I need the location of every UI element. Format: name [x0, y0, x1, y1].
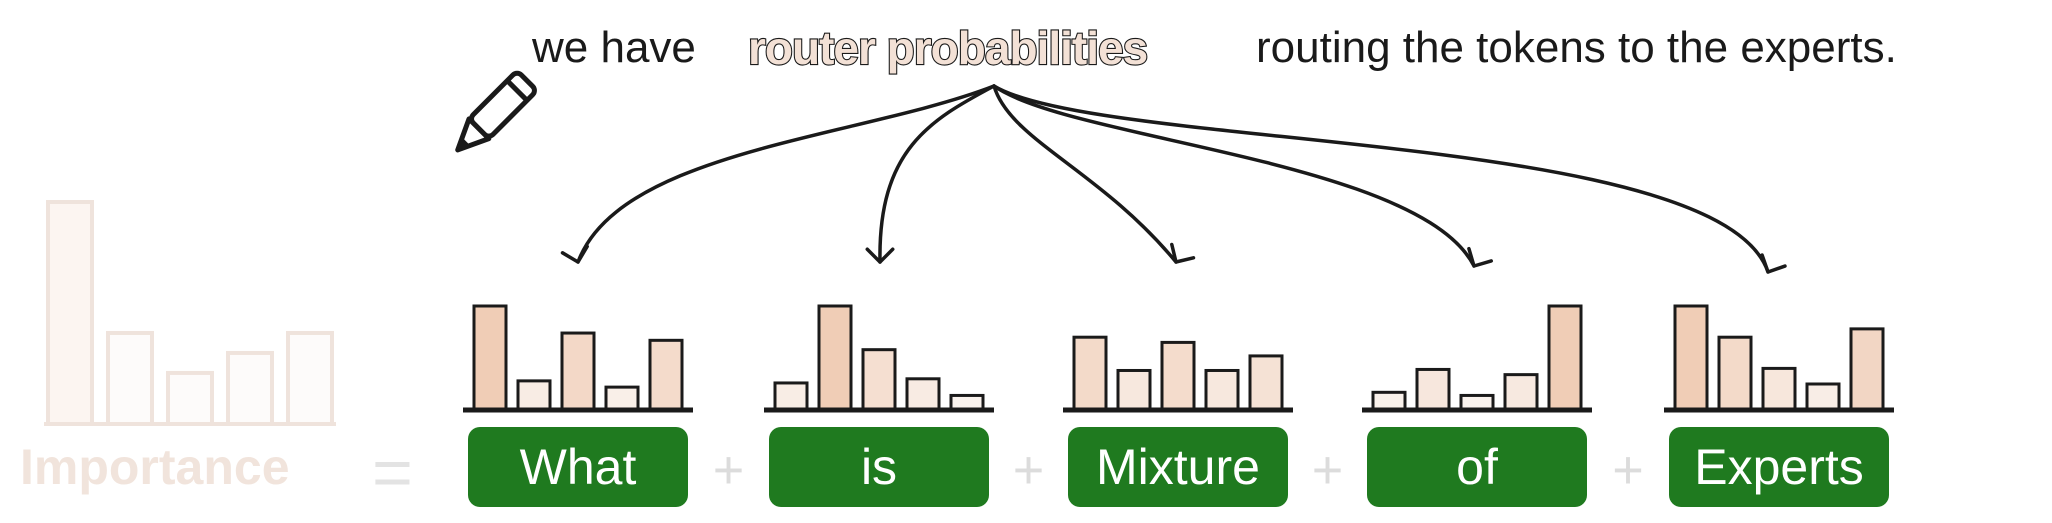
token-group-2: Mixture	[1063, 335, 1293, 507]
caption: we have router probabilities routing the…	[531, 21, 1897, 75]
router-prob-bar	[1717, 335, 1753, 412]
plus-sign: +	[1612, 440, 1644, 500]
token-label: Mixture	[1096, 439, 1260, 495]
router-prob-bar	[817, 304, 853, 412]
importance-bar	[46, 200, 94, 426]
importance-bar	[166, 370, 214, 427]
router-prob-bar	[604, 385, 640, 412]
router-prob-bar	[560, 331, 596, 412]
router-prob-bar	[1160, 340, 1196, 412]
token-label: of	[1456, 439, 1498, 495]
caption-highlight: router probabilities	[748, 22, 1147, 74]
router-prob-bar	[1805, 382, 1841, 412]
plus-sign: +	[1312, 440, 1344, 500]
router-prob-bar	[1547, 304, 1583, 412]
routing-arrow	[560, 84, 996, 264]
token-group-0: What	[463, 304, 693, 507]
router-prob-bar	[1072, 335, 1108, 412]
routing-arrows	[560, 84, 1787, 274]
caption-before: we have	[531, 23, 696, 72]
token-box	[1669, 427, 1889, 507]
importance-label: Importance	[20, 439, 290, 495]
token-label: Experts	[1694, 439, 1864, 495]
router-prob-bar	[1371, 390, 1407, 412]
token-group-1: is	[764, 304, 994, 507]
router-prob-bar	[648, 338, 684, 412]
router-prob-bar	[1116, 368, 1152, 412]
token-groups: What + is + Mixture + of + Experts	[463, 304, 1894, 507]
router-prob-bar	[1248, 354, 1284, 412]
token-box	[1367, 427, 1587, 507]
router-prob-bar	[472, 304, 508, 412]
router-prob-bar	[1503, 373, 1539, 412]
routing-arrow	[865, 84, 996, 264]
caption-after: routing the tokens to the experts.	[1256, 23, 1897, 72]
token-label: What	[520, 439, 637, 495]
token-box	[769, 427, 989, 507]
equals-sign: =	[372, 433, 413, 511]
token-label: is	[861, 439, 897, 495]
importance-chart	[44, 200, 336, 427]
plus-sign: +	[1013, 440, 1045, 500]
router-prob-bar	[516, 379, 552, 412]
routing-arrow	[992, 84, 1196, 264]
router-prob-bar	[1673, 304, 1709, 412]
router-prob-bar	[1761, 366, 1797, 412]
importance-bar	[286, 330, 334, 427]
router-prob-bar	[1415, 367, 1451, 412]
router-prob-bar	[905, 377, 941, 412]
routing-arrow	[992, 84, 1787, 274]
token-box	[1068, 427, 1288, 507]
pencil-icon	[455, 70, 537, 153]
plus-sign: +	[713, 440, 745, 500]
router-prob-bar	[1849, 327, 1885, 412]
importance-bar	[106, 330, 154, 427]
token-box	[468, 427, 688, 507]
token-group-3: of	[1362, 304, 1592, 507]
router-prob-bar	[861, 348, 897, 412]
token-group-4: Experts	[1664, 304, 1894, 507]
routing-arrow	[992, 84, 1494, 268]
router-prob-bar	[773, 381, 809, 412]
router-prob-bar	[1204, 368, 1240, 412]
importance-bar	[226, 350, 274, 426]
